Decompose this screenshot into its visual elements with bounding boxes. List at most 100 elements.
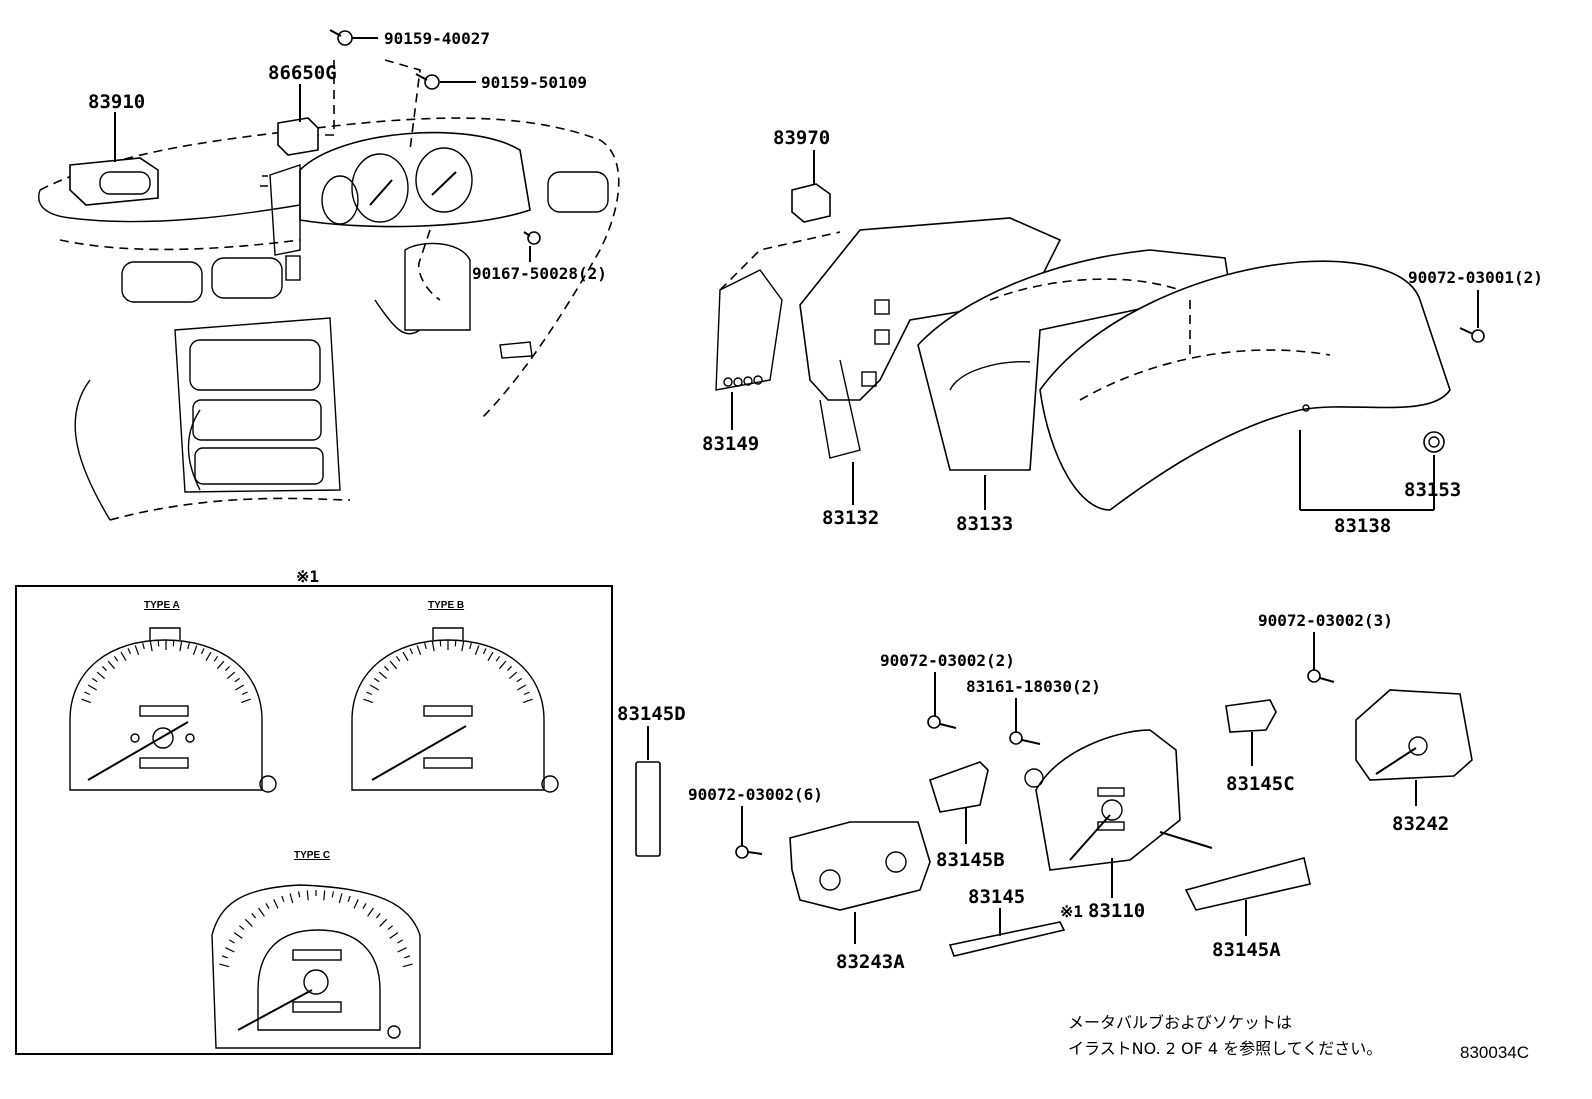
gauge-tick bbox=[205, 651, 212, 662]
gauge-tick bbox=[219, 963, 230, 968]
callout-83145D: 83145D bbox=[617, 703, 686, 725]
gauge-tick bbox=[241, 691, 248, 696]
gauge-tick bbox=[96, 671, 106, 680]
gauge-tick bbox=[416, 645, 422, 656]
callout-83970: 83970 bbox=[773, 127, 830, 149]
gauge-tick bbox=[239, 925, 245, 931]
gauge-tick bbox=[225, 947, 235, 953]
gauge-tick bbox=[298, 891, 301, 898]
gauge-tick bbox=[107, 660, 116, 670]
callout-83145B: 83145B bbox=[936, 849, 1005, 871]
callout-83133: 83133 bbox=[956, 513, 1013, 535]
gauge-tick bbox=[91, 677, 98, 683]
gauge-tick bbox=[127, 648, 132, 655]
gauge-tick bbox=[366, 691, 373, 696]
gauge-tick bbox=[134, 645, 140, 656]
gauge-tick bbox=[439, 640, 442, 647]
callout-83149: 83149 bbox=[702, 433, 759, 455]
gauge-tick bbox=[251, 913, 257, 919]
gauge-tick bbox=[369, 684, 380, 691]
gauge-tick bbox=[487, 651, 494, 662]
gauge-tick bbox=[240, 698, 251, 704]
gauge-tick bbox=[179, 641, 183, 652]
dashboard-illustration bbox=[38, 29, 620, 521]
callout-90072-03002-3: 90072-03002(3) bbox=[1258, 611, 1393, 630]
screw-icon bbox=[1009, 731, 1041, 745]
gauge-tick bbox=[498, 660, 507, 670]
star-reference-part: ※1 bbox=[1060, 902, 1083, 921]
gauge-tick bbox=[338, 893, 343, 904]
gauge-tick bbox=[387, 925, 393, 931]
gauge-tick bbox=[397, 947, 407, 953]
gauge-tick bbox=[265, 903, 270, 909]
gauge-tick bbox=[409, 648, 414, 655]
callout-83153: 83153 bbox=[1404, 479, 1461, 501]
gauge-tick bbox=[375, 913, 381, 919]
gauge-tick bbox=[244, 918, 253, 927]
gauge-tick bbox=[216, 660, 225, 670]
gauge-tick bbox=[353, 899, 359, 909]
gauge-tick bbox=[367, 907, 374, 917]
screw-icon bbox=[1307, 669, 1335, 683]
illustration-code: 830034C bbox=[1460, 1043, 1529, 1062]
gauge-tick bbox=[523, 691, 530, 696]
gauge-tick bbox=[281, 895, 285, 902]
gauge-tick bbox=[234, 677, 241, 683]
gauge-tick bbox=[378, 671, 388, 680]
gauge-tick bbox=[522, 698, 533, 704]
gauge-tick bbox=[120, 651, 127, 662]
callout-83145C: 83145C bbox=[1226, 773, 1295, 795]
gauge-tick bbox=[431, 641, 435, 652]
gauge-tick bbox=[373, 677, 380, 683]
gauge-tick bbox=[347, 895, 351, 902]
gauge-tick bbox=[142, 642, 145, 650]
screw-icon bbox=[523, 231, 541, 245]
gauge-tick bbox=[81, 698, 92, 704]
type-c-label: TYPE C bbox=[294, 850, 330, 861]
gauge-tick bbox=[331, 891, 334, 898]
gauge-tick bbox=[87, 684, 98, 691]
screw-icon bbox=[329, 29, 353, 46]
callout-83132: 83132 bbox=[822, 507, 879, 529]
gauge-tick bbox=[424, 642, 427, 650]
callout-83145: 83145 bbox=[968, 886, 1025, 908]
gauge-tick bbox=[273, 899, 279, 909]
callout-90072-03001: 90072-03001(2) bbox=[1408, 268, 1543, 287]
gauge-tick bbox=[506, 665, 513, 672]
gauge-tick bbox=[402, 963, 413, 968]
gauge-tick bbox=[363, 698, 374, 704]
gauge-type-b bbox=[351, 627, 559, 793]
gauge-type-a bbox=[69, 627, 277, 793]
gauge-tick bbox=[224, 665, 231, 672]
callout-90072-03002-2: 90072-03002(2) bbox=[880, 651, 1015, 670]
gauge-tick bbox=[389, 660, 398, 670]
screw-icon bbox=[735, 845, 763, 859]
screw-icon bbox=[1459, 327, 1485, 343]
callout-90072-03002-6: 90072-03002(6) bbox=[688, 785, 823, 804]
star-reference-panel: ※1 bbox=[296, 567, 319, 586]
gauge-tick bbox=[149, 641, 153, 652]
gauge-tick bbox=[221, 955, 228, 959]
callout-90167-50028: 90167-50028(2) bbox=[472, 264, 607, 283]
gauge-tick bbox=[172, 640, 175, 647]
gauge-tick bbox=[454, 640, 457, 647]
gauge-tick bbox=[187, 642, 190, 650]
gauge-tick bbox=[226, 671, 236, 680]
gauge-tick bbox=[397, 939, 403, 944]
gauge-tick bbox=[362, 903, 367, 909]
callout-83145A: 83145A bbox=[1212, 939, 1281, 961]
gauge-tick bbox=[389, 932, 399, 939]
note-line-2: イラストNO. 2 OF 4 を参照してください。 bbox=[1068, 1039, 1382, 1058]
gauge-tick bbox=[395, 655, 401, 662]
type-a-label: TYPE A bbox=[144, 600, 180, 611]
gauge-tick bbox=[461, 641, 465, 652]
gauge-tick bbox=[84, 691, 91, 696]
gauge-tick bbox=[383, 665, 390, 672]
gauge-type-c bbox=[211, 884, 421, 1049]
cluster-exploded-illustration bbox=[715, 150, 1485, 511]
gauge-tick bbox=[229, 939, 235, 944]
gauge-tick bbox=[469, 642, 472, 650]
gauge-tick bbox=[113, 655, 119, 662]
callout-83242: 83242 bbox=[1392, 813, 1449, 835]
